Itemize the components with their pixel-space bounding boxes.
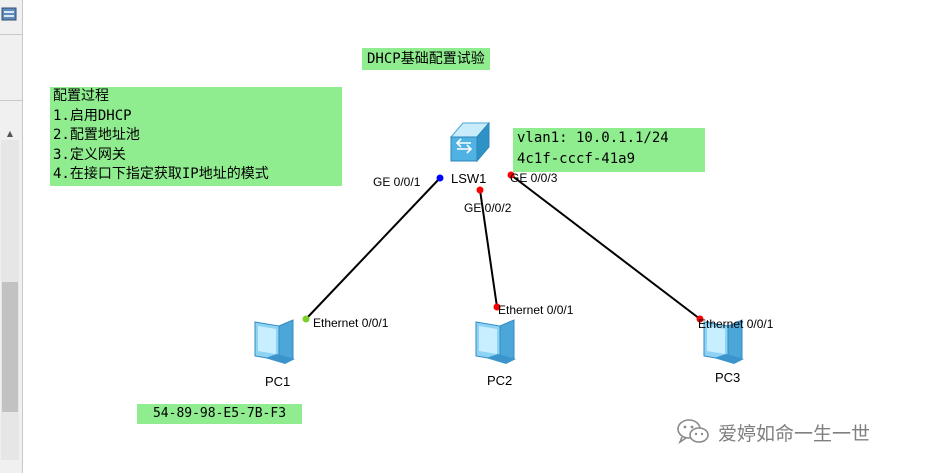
- left-toolbox-panel: ▲: [0, 0, 23, 473]
- port-indicator-ge001: [436, 174, 444, 182]
- pc-icon[interactable]: [254, 319, 295, 364]
- port-label-ge002: GE 0/0/2: [464, 201, 512, 215]
- watermark: 爱婷如命一生一世: [676, 418, 870, 446]
- port-indicator-pc3: [696, 315, 704, 323]
- step-item: 4.在接口下指定获取IP地址的模式: [53, 166, 269, 182]
- link-lsw1-pc2[interactable]: [479, 189, 498, 308]
- panel-divider: [0, 34, 22, 35]
- port-indicator-ge003: [507, 171, 515, 179]
- switch-info-note[interactable]: vlan1: 10.0.1.1/24 4c1f-cccf-41a9: [513, 128, 705, 172]
- vlan-address: vlan1: 10.0.1.1/24: [517, 130, 669, 146]
- watermark-text: 爱婷如命一生一世: [718, 422, 871, 445]
- config-steps-note[interactable]: 配置过程 1.启用DHCP 2.配置地址池 3.定义网关 4.在接口下指定获取I…: [50, 87, 342, 186]
- port-label-ge001: GE 0/0/1: [373, 175, 421, 189]
- step-item: 1.启用DHCP: [53, 107, 132, 124]
- step-item: 3.定义网关: [53, 146, 126, 163]
- port-label-pc3-eth: Ethernet 0/0/1: [698, 317, 774, 331]
- port-indicator-pc2: [493, 303, 501, 311]
- port-label-pc2-eth: Ethernet 0/0/1: [498, 303, 574, 317]
- port-indicator-pc1: [302, 315, 310, 323]
- pc2-label: PC2: [487, 373, 513, 388]
- pc3-label: PC3: [715, 370, 741, 385]
- switch-icon[interactable]: [449, 121, 491, 163]
- port-label-ge003: GE 0/0/3: [510, 171, 558, 185]
- experiment-title[interactable]: DHCP基础配置试验: [362, 48, 490, 70]
- pc-icon[interactable]: [703, 319, 744, 364]
- scrollbar-thumb[interactable]: [2, 282, 18, 412]
- wechat-icon: [677, 419, 709, 445]
- switch-label: LSW1: [451, 171, 487, 186]
- port-label-pc1-eth: Ethernet 0/0/1: [313, 316, 389, 330]
- panel-divider: [0, 100, 22, 101]
- pc1-mac-note[interactable]: 54-89-98-E5-7B-F3: [137, 404, 302, 424]
- steps-heading: 配置过程: [53, 88, 109, 104]
- port-indicator-ge002: [476, 186, 484, 194]
- pc1-label: PC1: [265, 374, 291, 389]
- link-lsw1-pc3[interactable]: [510, 174, 701, 320]
- link-lsw1-pc1[interactable]: [305, 177, 441, 320]
- device-category-icon[interactable]: [1, 6, 17, 22]
- step-item: 2.配置地址池: [53, 127, 140, 143]
- pc-icon[interactable]: [475, 319, 516, 364]
- switch-mac: 4c1f-cccf-41a9: [517, 151, 636, 167]
- scroll-up-button[interactable]: ▲: [6, 129, 14, 138]
